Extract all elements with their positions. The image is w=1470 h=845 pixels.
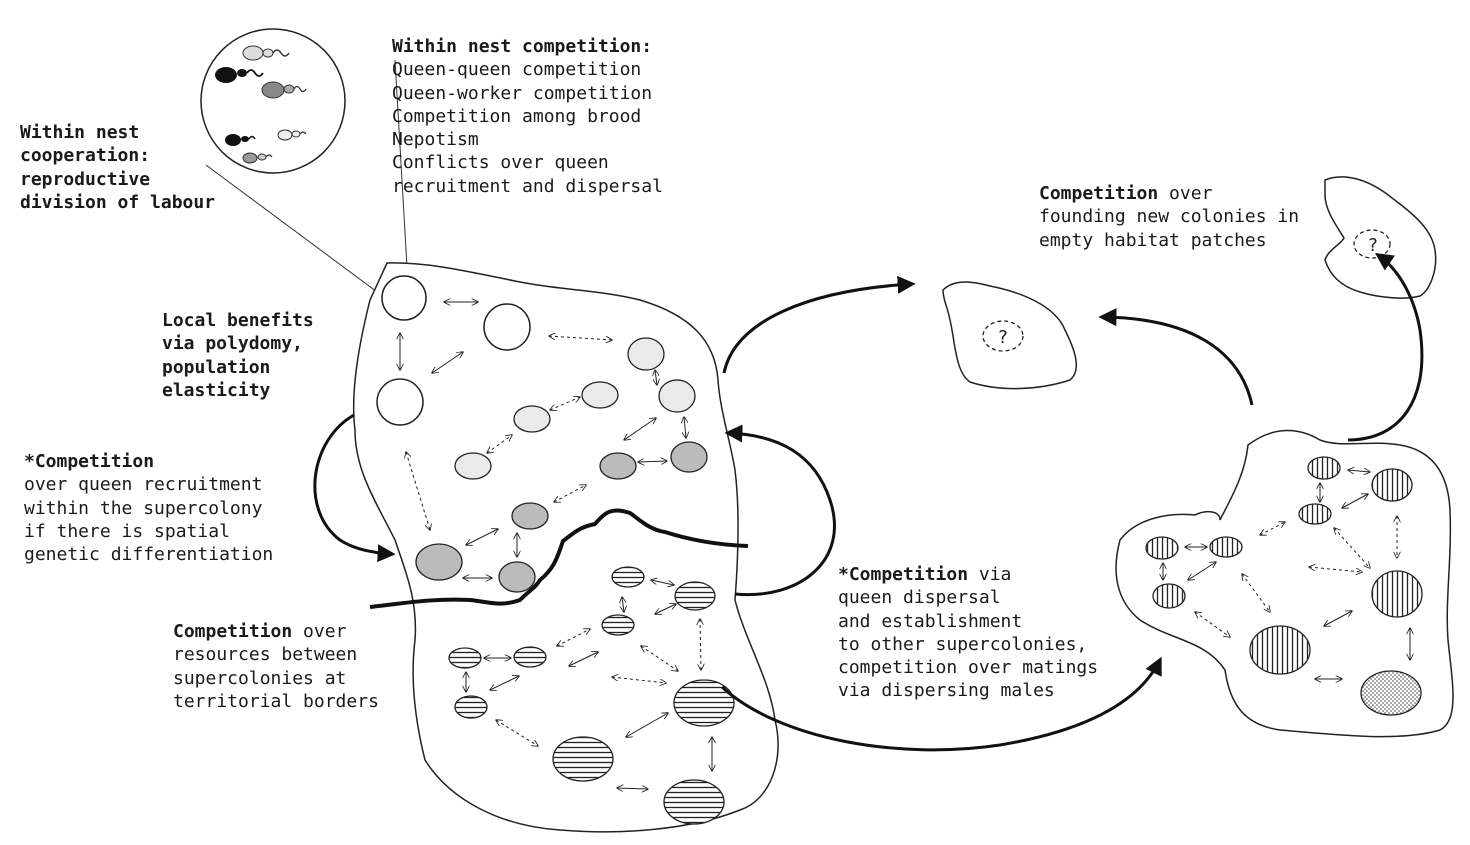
nest — [581, 381, 619, 409]
within-nest-cooperation-label: Within nest cooperation: reproductive di… — [20, 122, 216, 213]
nest — [1249, 625, 1311, 675]
competition-resources-label: Competition over resources between super… — [173, 621, 379, 712]
empty-habitat-patch: ? — [942, 281, 1078, 390]
nest — [599, 452, 637, 480]
egg-ant-icon — [277, 129, 307, 141]
larva-ant-icon — [261, 81, 307, 99]
competition-dispersal-label: *Competition via queen dispersal and est… — [838, 564, 1099, 702]
nest — [663, 779, 725, 825]
competition-queen-recruitment-label: *Competition over queen recruitment with… — [24, 451, 274, 566]
nest-group-grey — [415, 441, 708, 593]
queen-ant-icon — [242, 45, 290, 61]
nest-group-horizontal-stripe — [448, 566, 735, 825]
nest — [1145, 536, 1179, 560]
nest — [454, 452, 492, 480]
nest-connection-arrows — [400, 302, 712, 789]
nest — [511, 502, 549, 530]
nest — [498, 561, 536, 593]
nest — [1371, 468, 1413, 502]
nest — [611, 566, 645, 588]
local-benefits-label: Local benefits via polydomy, population … — [162, 310, 314, 401]
nest — [415, 543, 463, 581]
nest — [1307, 456, 1341, 480]
nest-group-open — [376, 275, 531, 426]
nest — [381, 275, 427, 321]
nest-group-vertical-stripe — [1145, 456, 1423, 716]
nest — [454, 695, 488, 719]
nest — [1209, 536, 1243, 558]
nest — [627, 337, 665, 371]
nest — [673, 679, 735, 727]
nest — [448, 647, 482, 669]
unknown-colony-mark: ? — [1368, 235, 1378, 256]
within-nest-competition-label: Within nest competition: Queen-queen com… — [392, 36, 663, 197]
nest — [552, 736, 614, 782]
nest — [1152, 583, 1186, 609]
nest — [1298, 503, 1332, 525]
competition-founding-label: Competition over founding new colonies i… — [1039, 183, 1300, 251]
territorial-border-line — [369, 508, 749, 609]
nest — [513, 405, 551, 433]
magnified-nest — [200, 28, 409, 307]
nest — [1371, 570, 1423, 618]
nest — [483, 303, 531, 351]
pupa-ant-icon — [242, 152, 273, 164]
process-arrows — [313, 252, 1424, 752]
worker-ant-icon — [215, 67, 264, 83]
nest-group-light — [454, 337, 696, 480]
nest — [376, 378, 424, 426]
worker-ant-icon — [225, 134, 256, 146]
empty-habitat-patch: ? — [1324, 176, 1437, 299]
nest — [513, 646, 547, 668]
nest — [601, 614, 635, 636]
nest — [670, 441, 708, 473]
unknown-colony-mark: ? — [998, 327, 1008, 348]
nest — [658, 379, 696, 413]
nest — [674, 581, 716, 611]
nest — [1360, 670, 1422, 716]
nest-connection-arrows — [1163, 470, 1410, 679]
